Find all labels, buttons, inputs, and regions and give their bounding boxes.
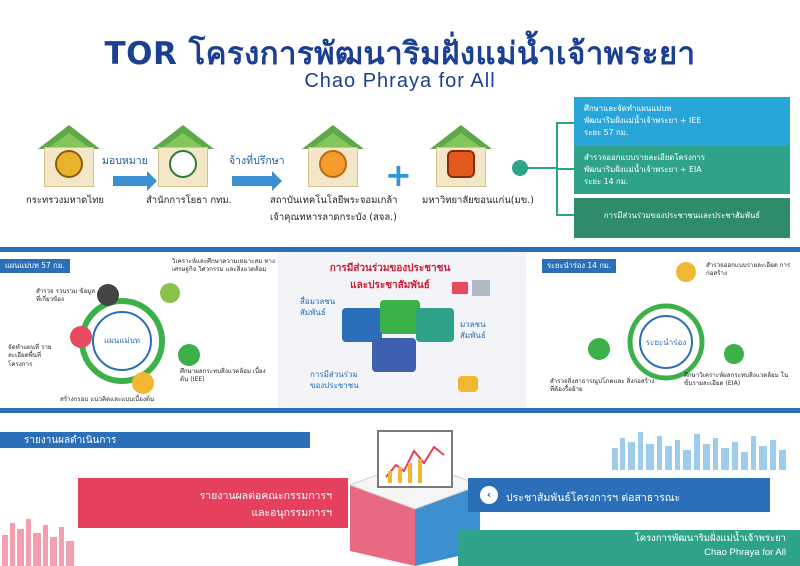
page-title: TOR โครงการพัฒนาริมฝั่งแม่น้ำเจ้าพระยา: [104, 36, 696, 72]
connector-line: [556, 214, 574, 216]
pilot-item: สำรวจออกแบบรายละเอียด การก่อสร้าง: [706, 262, 791, 278]
public-pr-block: [468, 478, 770, 512]
agency-label-interior: กระทรวงมหาดไทย: [26, 195, 104, 206]
scope-pilot: สำรวจออกแบบรายละเอียดโครงการ พัฒนาริมฝั่…: [574, 146, 790, 194]
skyline-left-icon: [2, 519, 74, 566]
masterplan-item: สำรวจ รวบรวม ข้อมูลที่เกี่ยวข้อง: [36, 288, 96, 304]
connector-node: [512, 160, 528, 176]
committee-report-block: [78, 478, 348, 528]
mass-relations-label: มวลชน สัมพันธ์: [460, 320, 486, 340]
house-icon-kmitl: [302, 125, 364, 187]
scope-participation: การมีส่วนร่วมของประชาชนและประชาสัมพันธ์: [574, 198, 790, 238]
chevron-left-icon: ‹: [480, 486, 498, 504]
house-icon-kku: [430, 125, 492, 187]
agency-label-kmitl-line2: เจ้าคุณทหารลาดกระบัง (สจล.): [270, 212, 397, 223]
pilot-item: ศึกษาวิเคราะห์ผลกระทบสิ่งแวดล้อม ในขั้นร…: [684, 372, 789, 388]
connector-line: [556, 168, 574, 170]
masterplan-item: สร้างกรอบ แนวคิดและแบบเบื้องต้น: [60, 396, 155, 403]
pilot-item: สำรวจสิ่งสาธารณูปโภคและ สิ่งก่อสร้างที่ต…: [550, 378, 655, 394]
presentation-cube-icon: [348, 430, 482, 566]
scope-participation-line1: การมีส่วนร่วมของประชาชนและประชาสัมพันธ์: [603, 211, 761, 220]
lightbulb-icon: [676, 262, 696, 282]
scope-pilot-line1: สำรวจออกแบบรายละเอียดโครงการ: [584, 153, 706, 162]
survey-icon: [97, 284, 119, 306]
kmitl-seal-icon: [319, 150, 347, 178]
ministry-seal-icon: [55, 150, 83, 178]
step-label-hire: จ้างที่ปรึกษา: [229, 155, 285, 167]
puzzle-piece-icon: [372, 338, 416, 372]
report-label: รายงานผลดำเนินการ: [24, 435, 117, 446]
analysis-icon: [160, 283, 180, 303]
committee-report-line1: รายงานผลต่อคณะกรรมการฯ: [199, 490, 332, 502]
kku-seal-icon: [447, 150, 475, 178]
scope-pilot-line3: ระยะ 14 กม.: [584, 177, 629, 187]
plus-icon: +: [385, 156, 412, 194]
page-subtitle: Chao Phraya for All: [304, 70, 496, 92]
scope-masterplan: ศึกษาและจัดทำแผนแม่บท พัฒนาริมฝั่งแม่น้ำ…: [574, 97, 790, 149]
building-icon: [588, 338, 610, 360]
chat-bubble-icon: [458, 376, 478, 392]
pilot-center-label: ระยะนำร่อง: [645, 338, 687, 347]
scope-masterplan-line1: ศึกษาและจัดทำแผนแม่บท: [584, 104, 672, 113]
concept-icon: [132, 372, 154, 394]
puzzle-piece-icon: [416, 308, 454, 342]
scope-masterplan-line2: พัฒนาริมฝั่งแม่น้ำเจ้าพระยา + IEE: [584, 116, 702, 126]
agency-label-public-works: สำนักการโยธา กทม.: [146, 195, 232, 206]
house-icon-interior: [38, 125, 100, 187]
bma-seal-icon: [169, 150, 197, 178]
megaphone-icon: [452, 282, 468, 294]
map-icon: [70, 326, 92, 348]
puzzle-piece-icon: [342, 308, 382, 342]
masterplan-center-label: แผนแม่บท: [103, 336, 141, 345]
divider: [0, 408, 800, 413]
scope-masterplan-line3: ระยะ 57 กม.: [584, 128, 629, 138]
participation-label: การมีส่วนร่วม ของประชาชน: [310, 370, 359, 390]
media-relations-label: สื่อมวลชน สัมพันธ์: [300, 297, 336, 317]
connector-line: [528, 167, 558, 169]
scope-pilot-line2: พัฒนาริมฝั่งแม่น้ำเจ้าพระยา + EIA: [584, 165, 702, 175]
footer-th: โครงการพัฒนาริมฝั่งแม่น้ำเจ้าพระยา: [634, 533, 786, 544]
agency-label-kku: มหาวิทยาลัยขอนแก่น(มข.): [422, 195, 534, 206]
footer-en: Chao Phraya for All: [704, 547, 786, 559]
footer-text: โครงการพัฒนาริมฝั่งแม่น้ำเจ้าพระยา Chao …: [458, 532, 800, 561]
masterplan-tag: แผนแม่บท 57 กม.: [0, 259, 71, 273]
masterplan-item: วิเคราะห์และศึกษาความเหมาะสม ทางเศรษฐกิจ…: [172, 258, 275, 274]
report-bar: [0, 432, 310, 448]
public-pr-text: ประชาสัมพันธ์โครงการฯ ต่อสาธารณะ: [506, 492, 681, 504]
arrow-right-icon: [232, 171, 282, 191]
pilot-tag: ระยะนำร่อง 14 กม.: [542, 259, 617, 273]
masterplan-item: ศึกษาผลกระทบสิ่งแวดล้อม เบื้องต้น (IEE): [180, 368, 266, 384]
agency-label-kmitl: สถาบันเทคโนโลยีพระจอมเกล้า: [270, 195, 398, 206]
connector-line: [556, 122, 574, 124]
footer-block: [458, 530, 800, 566]
step-label-assign: มอบหมาย: [102, 155, 148, 167]
divider: [0, 247, 800, 252]
pilot-cycle-diagram: [627, 303, 705, 381]
newspaper-icon: [472, 280, 490, 296]
arrow-right-icon: [113, 171, 157, 191]
eia-icon: [724, 344, 744, 364]
iee-icon: [178, 344, 200, 366]
puzzle-piece-icon: [380, 300, 420, 334]
committee-report-text: รายงานผลต่อคณะกรรมการฯ และอนุกรรมการฯ: [78, 488, 348, 522]
masterplan-item: จัดทำแผนที่ รายละเอียดพื้นที่ โครงการ: [8, 344, 52, 368]
house-icon-public-works: [152, 125, 214, 187]
committee-report-line2: และอนุกรรมการฯ: [251, 506, 332, 519]
participation-title: การมีส่วนร่วมของประชาชน และประชาสัมพันธ์: [329, 263, 451, 291]
skyline-right-icon: [612, 432, 786, 470]
